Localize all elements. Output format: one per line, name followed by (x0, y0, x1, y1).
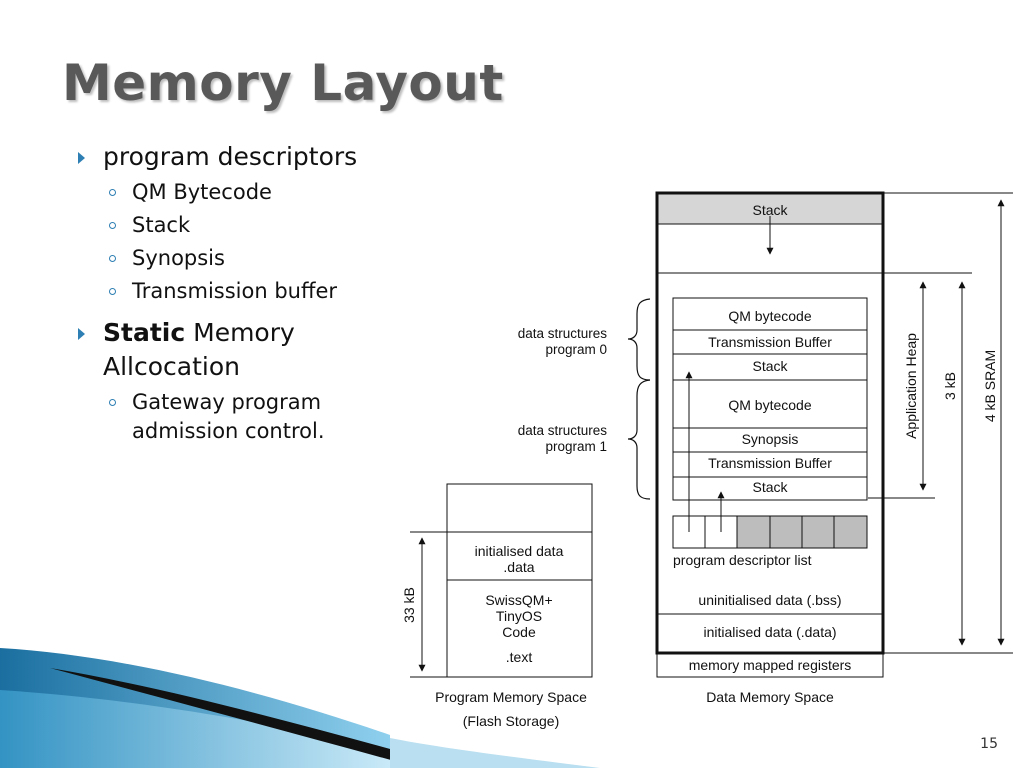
prog1-qm-block (672, 379, 868, 429)
descriptor-slot (801, 515, 835, 549)
sub-bullet-text: Stack (132, 213, 191, 237)
prog1-stack-label: Stack (752, 479, 788, 495)
bullet-text: program descriptors (103, 142, 358, 171)
prog0-stack-label: Stack (752, 358, 788, 374)
sub-bullet: Gateway program admission control. (76, 388, 406, 446)
brace-label: data structures (518, 423, 608, 438)
flash-init-label: .data (503, 559, 534, 575)
bullet-arrow-icon (78, 152, 85, 164)
flash-code-label: SwissQM+ (485, 592, 552, 608)
program-memory-caption: Program Memory Space (435, 689, 587, 705)
prog0-tx-label: Transmission Buffer (708, 334, 832, 350)
descriptor-list-label: program descriptor list (673, 552, 812, 568)
registers-label: memory mapped registers (689, 657, 852, 673)
descriptor-slot (769, 515, 803, 549)
ring-bullet-icon (109, 189, 116, 196)
data-memory-caption: Data Memory Space (706, 689, 834, 705)
brace-label: data structures (518, 326, 608, 341)
bullet-arrow-icon (78, 328, 85, 340)
flash-code-label: .text (506, 649, 533, 665)
ring-bullet-icon (109, 222, 116, 229)
flash-code-label: Code (502, 624, 536, 640)
ring-bullet-icon (109, 288, 116, 295)
bullet-static-memory: Static Memory Allcocation (76, 316, 406, 384)
prog1-synopsis-label: Synopsis (742, 431, 799, 447)
flash-code-label: TinyOS (496, 608, 542, 624)
sub-bullet: Transmission buffer (76, 277, 406, 306)
ring-bullet-icon (109, 255, 116, 262)
ring-bullet-icon (109, 399, 116, 406)
heap-label: Application Heap (903, 333, 919, 439)
sub-bullet: Stack (76, 211, 406, 240)
prog1-synopsis-block (672, 427, 868, 453)
sub-bullet: QM Bytecode (76, 178, 406, 207)
data-label: initialised data (.data) (703, 624, 836, 640)
three-kb-label: 3 kB (942, 372, 958, 400)
bullet-program-descriptors: program descriptors (76, 140, 406, 174)
sub-bullet-text: QM Bytecode (132, 180, 272, 204)
decorative-wave (0, 690, 390, 768)
sram-label: 4 kB SRAM (982, 350, 998, 422)
sub-bullet: Synopsis (76, 244, 406, 273)
bss-label: uninitialised data (.bss) (698, 592, 841, 608)
bullet-list: program descriptors QM Bytecode Stack Sy… (76, 140, 406, 450)
sub-bullet-text: Transmission buffer (132, 279, 337, 303)
bullet-text: Memory Allcocation (103, 318, 295, 381)
page-number: 15 (980, 736, 998, 752)
decorative-stripe (50, 668, 460, 768)
descriptor-slot (833, 515, 868, 549)
decorative-wave (390, 738, 600, 768)
prog1-qm-label: QM bytecode (728, 397, 811, 413)
brace-program-1 (627, 379, 651, 500)
slide-title: Memory Layout (62, 54, 504, 112)
descriptor-slot (736, 515, 771, 549)
prog0-stack-block (672, 353, 868, 381)
prog0-qm-label: QM bytecode (728, 308, 811, 324)
registers-block (656, 652, 884, 678)
sram-frame (655, 191, 885, 655)
sub-bullet-text: Synopsis (132, 246, 225, 270)
brace-program-0 (627, 298, 651, 381)
brace-label: program 1 (545, 439, 607, 454)
brace-label: program 0 (545, 342, 607, 357)
program-memory-caption: (Flash Storage) (463, 713, 559, 729)
flash-init-label: initialised data (475, 543, 564, 559)
flash-size-label: 33 kB (401, 587, 417, 623)
prog1-tx-label: Transmission Buffer (708, 455, 832, 471)
prog0-tx-block (672, 329, 868, 355)
sub-bullet-text: Gateway program admission control. (132, 390, 325, 443)
stack-label: Stack (752, 202, 788, 218)
bullet-text-bold: Static (103, 318, 186, 347)
